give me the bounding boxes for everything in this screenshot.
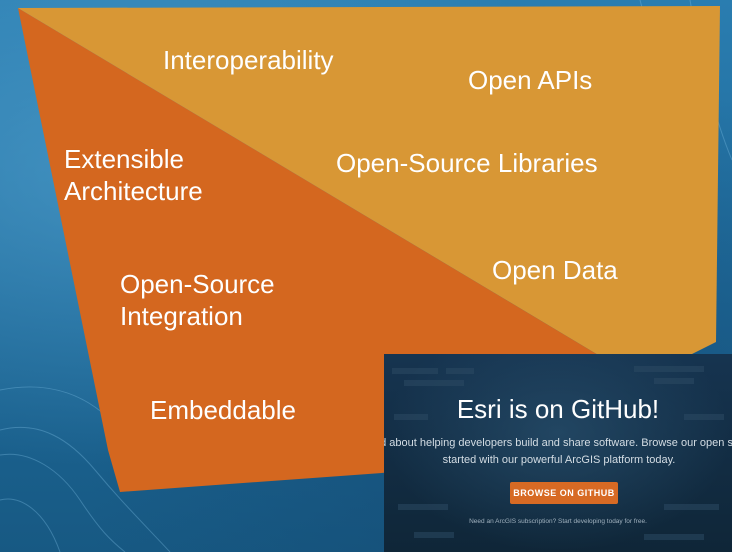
github-description-line1: ed about helping developers build and sh…	[384, 437, 732, 449]
github-description: ed about helping developers build and sh…	[384, 435, 732, 469]
concept-extensible-architecture: Extensible Architecture	[64, 144, 203, 206]
github-description-line2: started with our powerful ArcGIS platfor…	[442, 454, 676, 466]
github-page-screenshot: Esri is on GitHub! ed about helping deve…	[384, 354, 732, 552]
concept-open-source-integration: Open-Source Integration	[120, 269, 275, 331]
browse-on-github-button[interactable]: BROWSE ON GITHUB	[510, 482, 618, 504]
github-heading: Esri is on GitHub!	[456, 394, 660, 424]
concept-open-apis: Open APIs	[468, 65, 593, 95]
upper-tan-triangle	[18, 6, 720, 380]
code-background	[392, 366, 724, 540]
concept-interoperability: Interoperability	[163, 45, 334, 75]
github-footer-note: Need an ArcGIS subscription? Start devel…	[469, 518, 647, 525]
concept-open-source-libraries: Open-Source Libraries	[336, 148, 598, 178]
concept-open-data: Open Data	[492, 255, 618, 285]
concept-embeddable: Embeddable	[150, 395, 296, 425]
